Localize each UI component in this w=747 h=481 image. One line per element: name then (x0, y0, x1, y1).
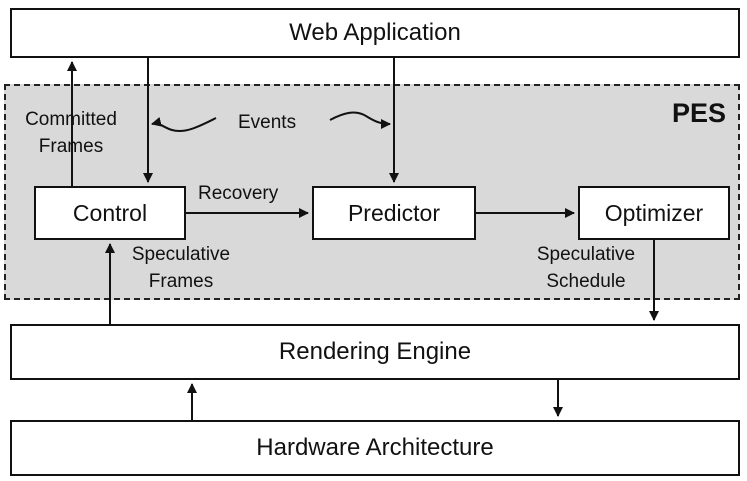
hardware-architecture-label: Hardware Architecture (256, 434, 494, 461)
web-application-label: Web Application (289, 19, 461, 46)
control-box: Control (34, 186, 186, 240)
events-label: Events (238, 112, 297, 133)
recovery-label: Recovery (198, 183, 279, 204)
web-application-box: Web Application (10, 8, 740, 58)
events-squiggle-right (329, 111, 391, 129)
optimizer-label: Optimizer (604, 199, 704, 226)
speculative-frames-label: Speculative Frames (131, 244, 231, 292)
hardware-architecture-box: Hardware Architecture (10, 420, 740, 476)
pes-title: PES (671, 98, 726, 128)
events-squiggle-left (151, 116, 217, 132)
control-label: Control (72, 199, 148, 226)
predictor-box: Predictor (312, 186, 476, 240)
speculative-schedule-label: Speculative Schedule (536, 244, 636, 292)
optimizer-box: Optimizer (578, 186, 730, 240)
predictor-label: Predictor (347, 199, 441, 226)
rendering-engine-label: Rendering Engine (278, 338, 472, 365)
rendering-engine-box: Rendering Engine (10, 324, 740, 380)
committed-frames-label: Committed Frames (25, 109, 117, 157)
